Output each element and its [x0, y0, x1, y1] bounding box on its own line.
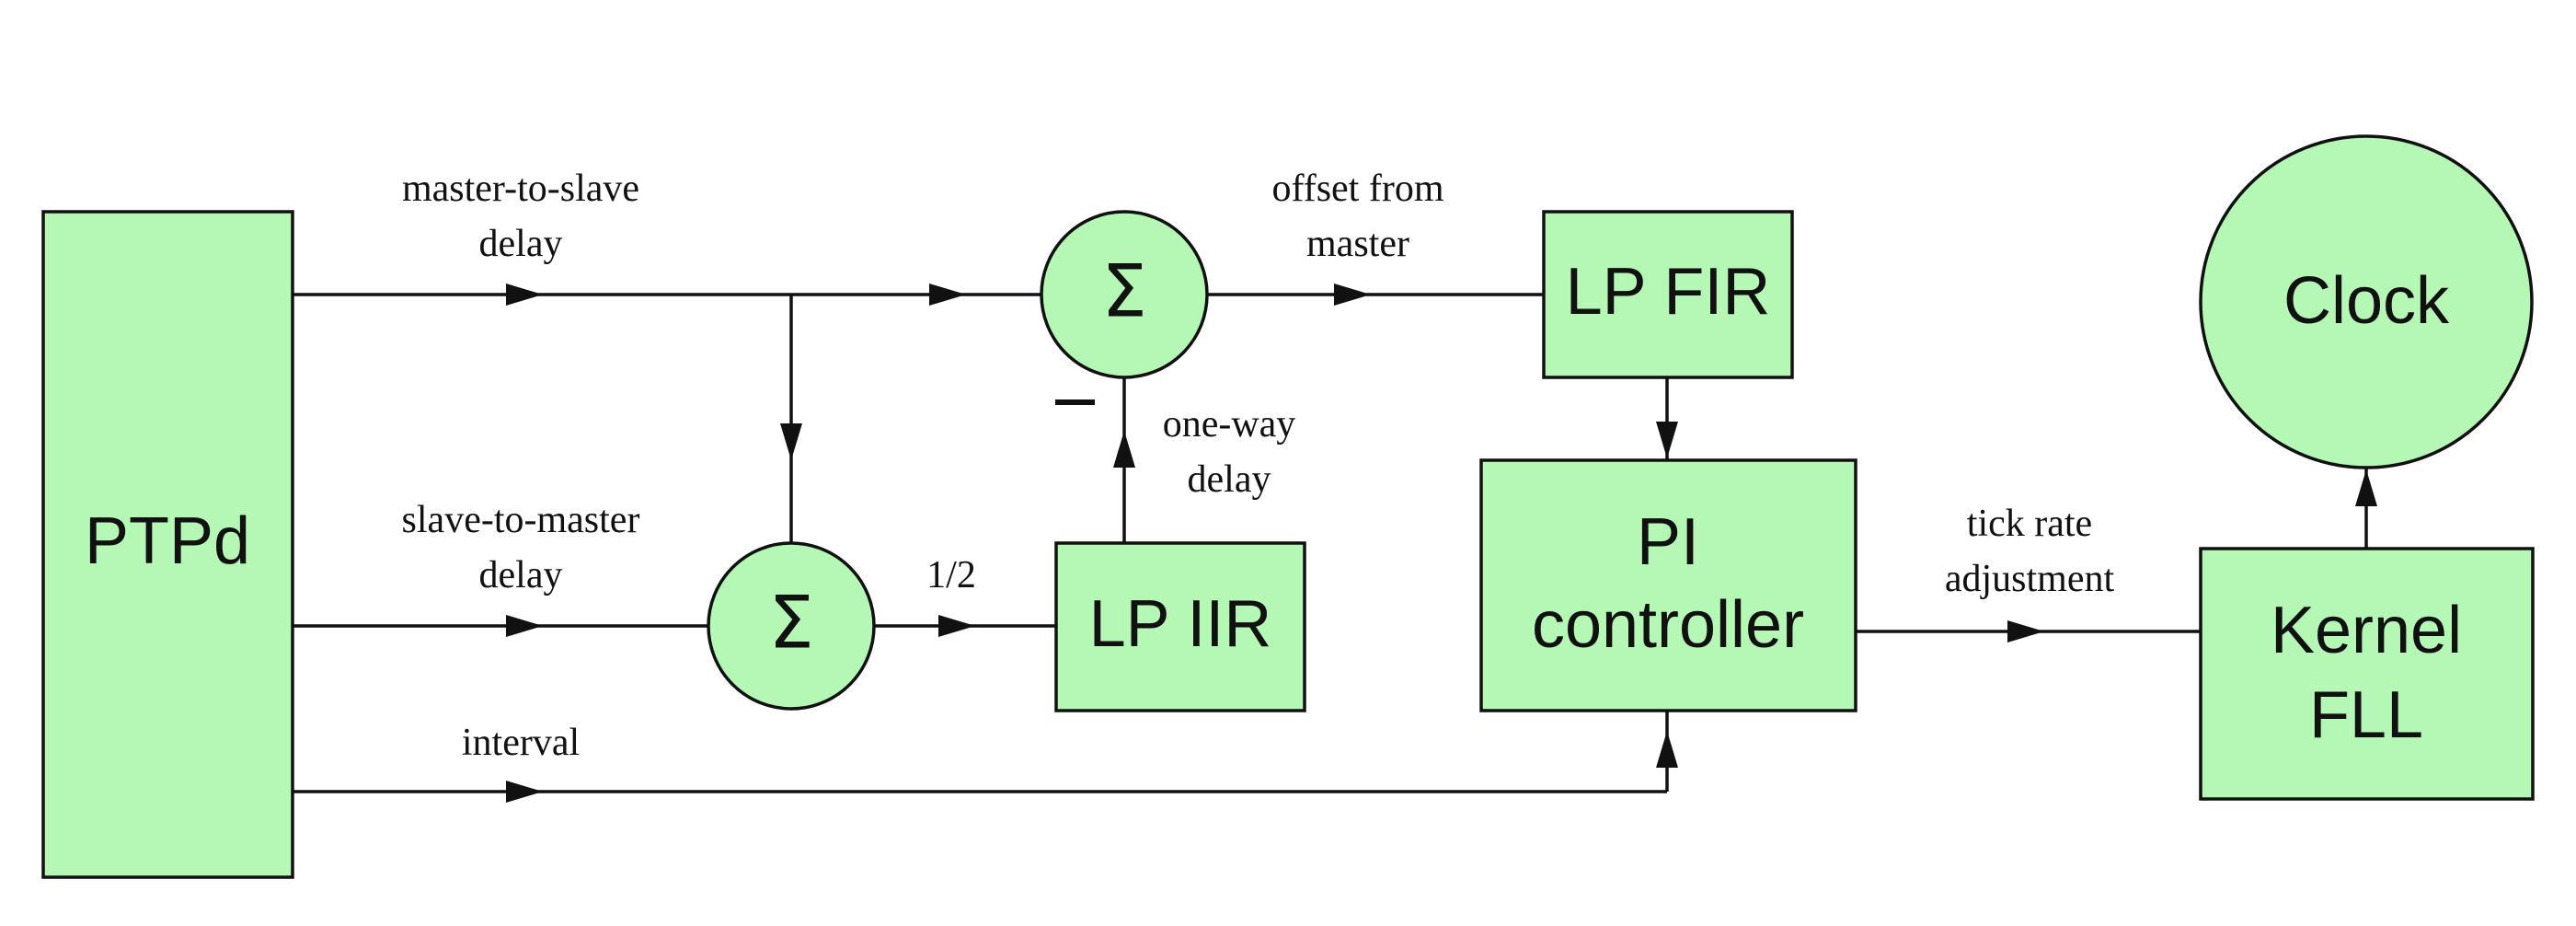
clock-node — [2199, 134, 2534, 469]
label-slave-to-master-line2: delay — [479, 554, 563, 596]
pi-controller-block — [1479, 458, 1857, 712]
arrow-tick-rate — [2007, 620, 2044, 642]
arrow-fll-to-clock — [2355, 469, 2377, 506]
kernel-fll-label-line2: FLL — [2309, 678, 2423, 752]
kernel-fll-block — [2199, 547, 2535, 801]
lp-fir-block — [1542, 210, 1794, 379]
sum-bottom-symbol: Σ — [768, 582, 813, 665]
kernel-fll-label-line1: Kernel — [2271, 594, 2462, 667]
label-one-way-line2: delay — [1188, 458, 1271, 501]
arrow-master-to-slave-2 — [929, 284, 966, 306]
arrow-offset-from-master — [1334, 284, 1371, 306]
label-one-way-line1: one-way — [1163, 403, 1296, 446]
clock-label: Clock — [2283, 264, 2450, 338]
sum-top-symbol: Σ — [1101, 250, 1146, 333]
arrow-fir-to-pi — [1656, 422, 1678, 458]
label-interval: interval — [462, 722, 580, 764]
label-slave-to-master-line1: slave-to-master — [402, 499, 640, 541]
sum-bottom-node — [707, 541, 876, 711]
pi-controller-label-line1: PI — [1637, 505, 1699, 579]
ptpd-label: PTPd — [85, 504, 250, 578]
label-offset-line1: offset from — [1271, 168, 1443, 210]
label-master-to-slave-line2: delay — [479, 223, 563, 265]
label-half: 1/2 — [926, 554, 976, 596]
ptpd-block — [41, 210, 294, 879]
arrow-interval — [506, 781, 543, 803]
arrow-master-to-slave-1 — [506, 284, 543, 306]
arrow-slave-to-master — [506, 615, 543, 637]
label-master-to-slave-line1: master-to-slave — [402, 168, 639, 210]
pi-controller-label-line2: controller — [1532, 588, 1804, 662]
label-tick-rate-line1: tick rate — [1967, 503, 2092, 545]
arrow-half — [938, 615, 975, 637]
arrow-branch-down — [780, 423, 802, 460]
arrow-interval-up — [1656, 731, 1678, 768]
label-tick-rate-line2: adjustment — [1945, 558, 2115, 600]
lp-iir-label: LP IIR — [1089, 587, 1272, 661]
lp-iir-block — [1054, 541, 1306, 712]
lp-fir-label: LP FIR — [1566, 255, 1771, 329]
label-offset-line2: master — [1306, 223, 1409, 265]
arrow-one-way-delay — [1113, 431, 1135, 468]
sum-top-node — [1040, 210, 1209, 379]
